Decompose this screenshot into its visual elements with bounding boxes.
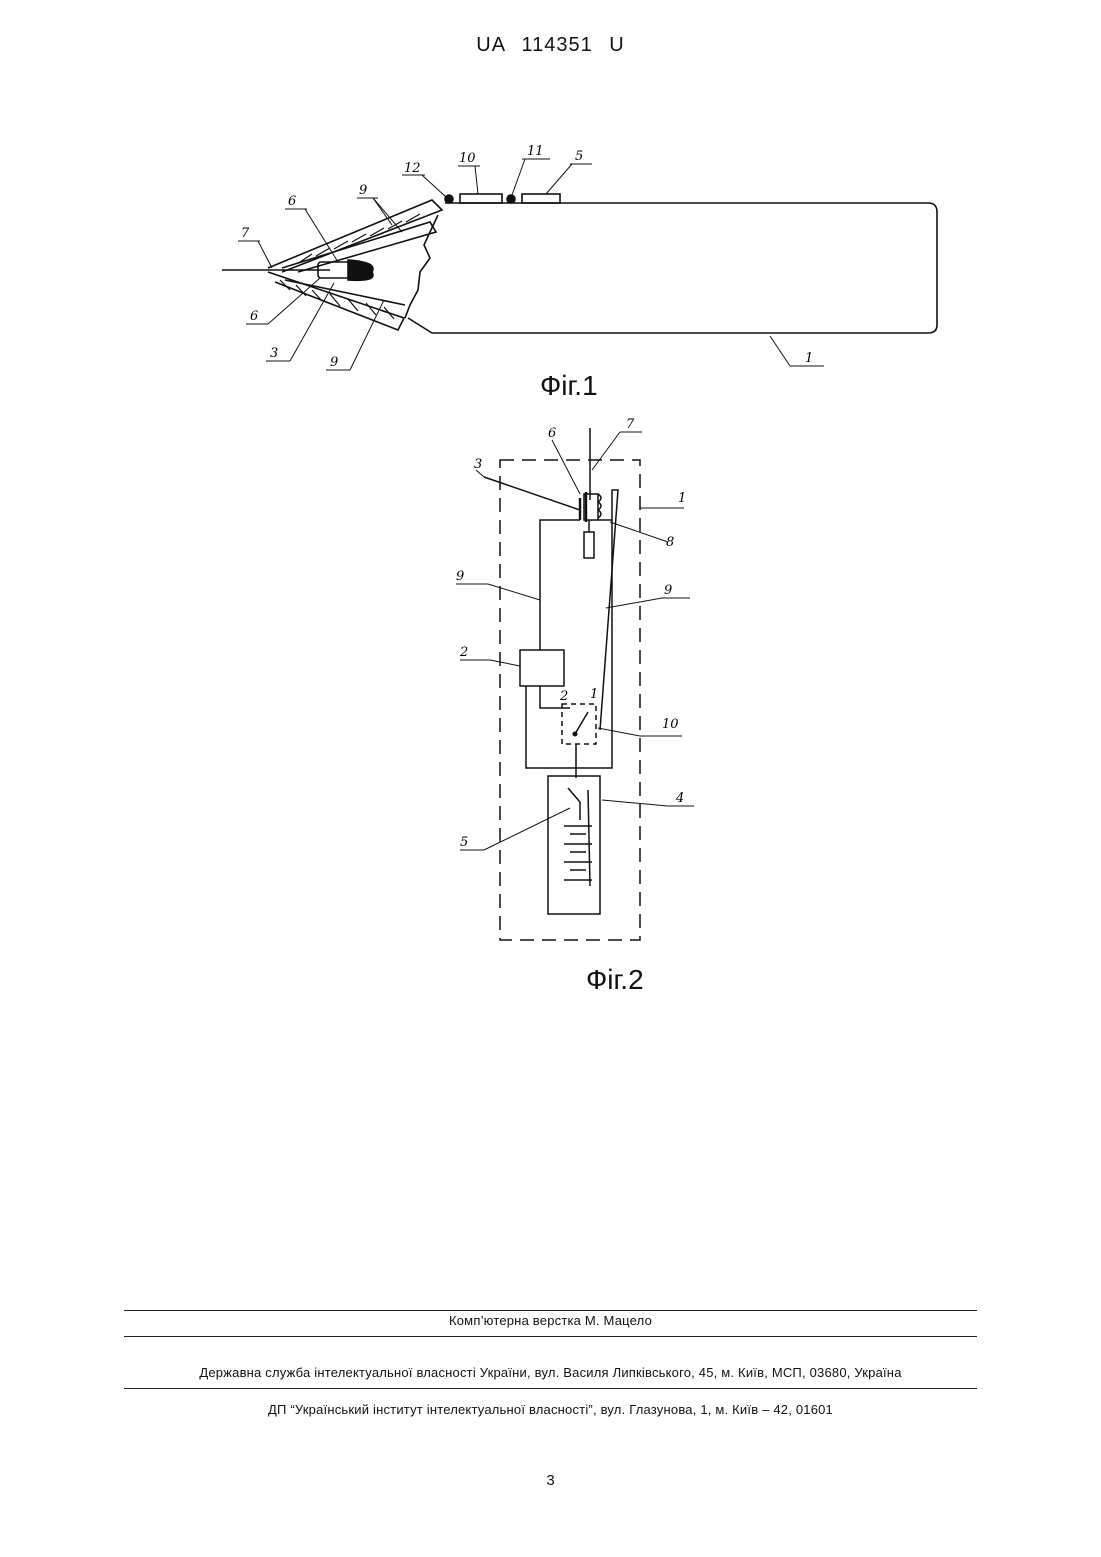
fig2-label-8: 8 [666, 535, 674, 550]
fig2-label-10: 10 [662, 717, 679, 732]
fig2-label-3: 3 [474, 457, 482, 472]
figure-2-caption: Фіг.2 [586, 964, 644, 996]
fig2-label-1: 1 [678, 491, 686, 506]
fig2-label-4: 4 [675, 791, 684, 806]
fig2-switch-pos-1: 1 [590, 687, 598, 702]
footer-service-address: Державна служба інтелектуальної власност… [0, 1365, 1101, 1380]
fig2-label-6: 6 [548, 426, 556, 441]
footer-typesetting: Комп’ютерна верстка М. Мацело [0, 1313, 1101, 1328]
footer-rule-middle [124, 1336, 977, 1337]
footer-institute-address: ДП “Український інститут інтелектуальної… [0, 1402, 1101, 1417]
block-2 [520, 650, 564, 686]
fig2-label-2: 2 [459, 645, 468, 660]
fig2-label-7: 7 [626, 417, 635, 432]
page-number: 3 [0, 1472, 1101, 1489]
footer-rule-bottom [124, 1388, 977, 1389]
housing-1-outline [500, 460, 640, 940]
fig2-label-5: 5 [460, 835, 468, 850]
fig2-label-9-left: 9 [456, 569, 464, 584]
fig2-label-9-right: 9 [664, 583, 672, 598]
footer-rule-top [124, 1310, 977, 1311]
fig2-switch-pos-2: 2 [559, 689, 568, 704]
switch-10 [562, 704, 596, 744]
battery-4 [548, 776, 600, 914]
figure-2-circuit: 7 6 3 1 8 9 9 2 2 1 10 4 5 [0, 0, 1101, 1000]
